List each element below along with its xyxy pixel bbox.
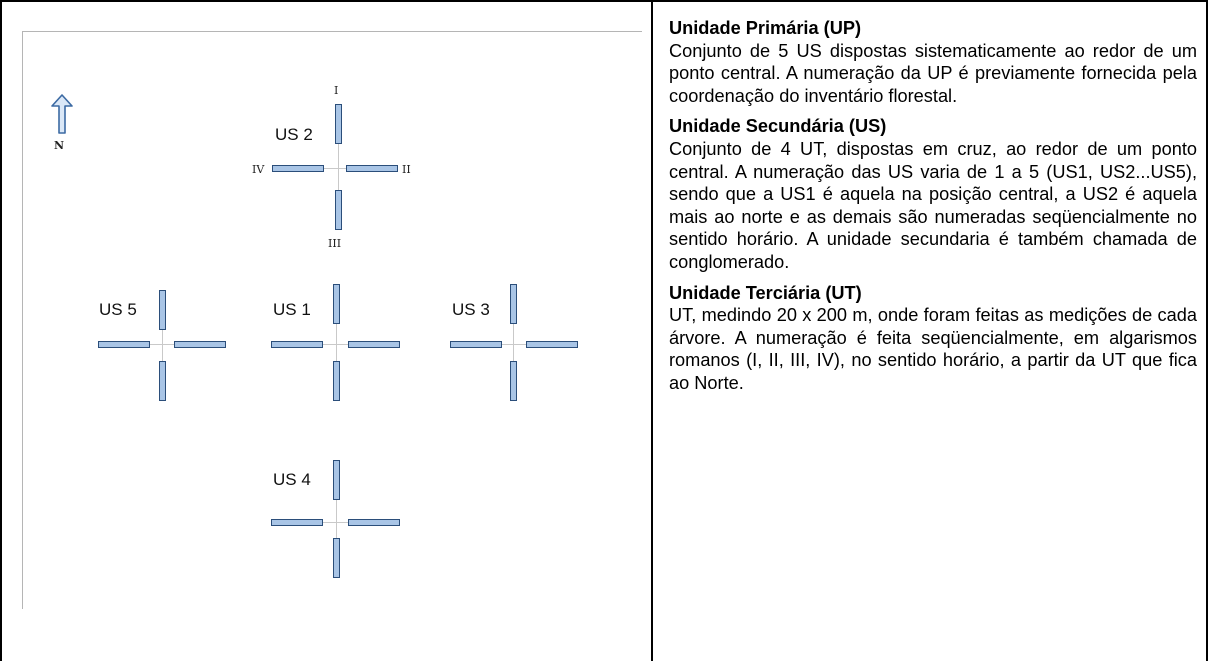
us5-ut-south bbox=[159, 361, 166, 401]
us3-ut-west bbox=[450, 341, 502, 348]
us3-crosshair-v bbox=[513, 320, 514, 368]
us3-ut-east bbox=[526, 341, 578, 348]
section-up: Unidade Primária (UP) Conjunto de 5 US d… bbox=[669, 17, 1197, 107]
us1-ut-east bbox=[348, 341, 400, 348]
us2-ut-west bbox=[272, 165, 324, 172]
us3-label: US 3 bbox=[452, 300, 490, 319]
us4-crosshair-v bbox=[336, 498, 337, 546]
section-title: Unidade Primária (UP) bbox=[669, 18, 862, 38]
roman-label-iv: IV bbox=[252, 163, 265, 176]
section-body: Conjunto de 5 US dispostas sistematicame… bbox=[669, 40, 1197, 106]
us4-ut-west bbox=[271, 519, 323, 526]
section-us: Unidade Secundária (US) Conjunto de 4 UT… bbox=[669, 115, 1197, 273]
section-ut: Unidade Terciária (UT) UT, medindo 20 x … bbox=[669, 282, 1197, 395]
us2-ut-north bbox=[335, 104, 342, 144]
us5-ut-east bbox=[174, 341, 226, 348]
us5-label: US 5 bbox=[99, 300, 137, 319]
us4-label: US 4 bbox=[273, 470, 311, 489]
roman-label-iii: III bbox=[328, 237, 342, 250]
roman-label-ii: II bbox=[402, 163, 411, 176]
us4-ut-east bbox=[348, 519, 400, 526]
us1-ut-north bbox=[333, 284, 340, 324]
us5-ut-north bbox=[159, 290, 166, 330]
diagram-frame-top bbox=[22, 31, 642, 32]
us3-ut-north bbox=[510, 284, 517, 324]
section-body: UT, medindo 20 x 200 m, onde foram feita… bbox=[669, 305, 1197, 393]
us1-crosshair-v bbox=[336, 320, 337, 368]
us5-crosshair-v bbox=[162, 320, 163, 368]
us5-ut-west bbox=[98, 341, 150, 348]
north-label: N bbox=[54, 139, 65, 152]
north-arrow-icon bbox=[51, 94, 73, 134]
us1-ut-west bbox=[271, 341, 323, 348]
us4-ut-south bbox=[333, 538, 340, 578]
section-title: Unidade Terciária (UT) bbox=[669, 282, 862, 303]
roman-label-i: I bbox=[334, 84, 339, 97]
definitions-panel: Unidade Primária (UP) Conjunto de 5 US d… bbox=[669, 17, 1197, 403]
section-body: Conjunto de 4 UT, dispostas em cruz, ao … bbox=[669, 138, 1197, 272]
diagram-frame-left bbox=[22, 31, 23, 609]
us2-ut-south bbox=[335, 190, 342, 230]
us2-crosshair-v bbox=[338, 144, 339, 192]
us2-ut-east bbox=[346, 165, 398, 172]
us1-label: US 1 bbox=[273, 300, 311, 319]
us1-ut-south bbox=[333, 361, 340, 401]
section-title: Unidade Secundária (US) bbox=[669, 116, 887, 137]
us4-ut-north bbox=[333, 460, 340, 500]
us2-label: US 2 bbox=[275, 125, 313, 144]
column-divider bbox=[651, 0, 653, 661]
us3-ut-south bbox=[510, 361, 517, 401]
